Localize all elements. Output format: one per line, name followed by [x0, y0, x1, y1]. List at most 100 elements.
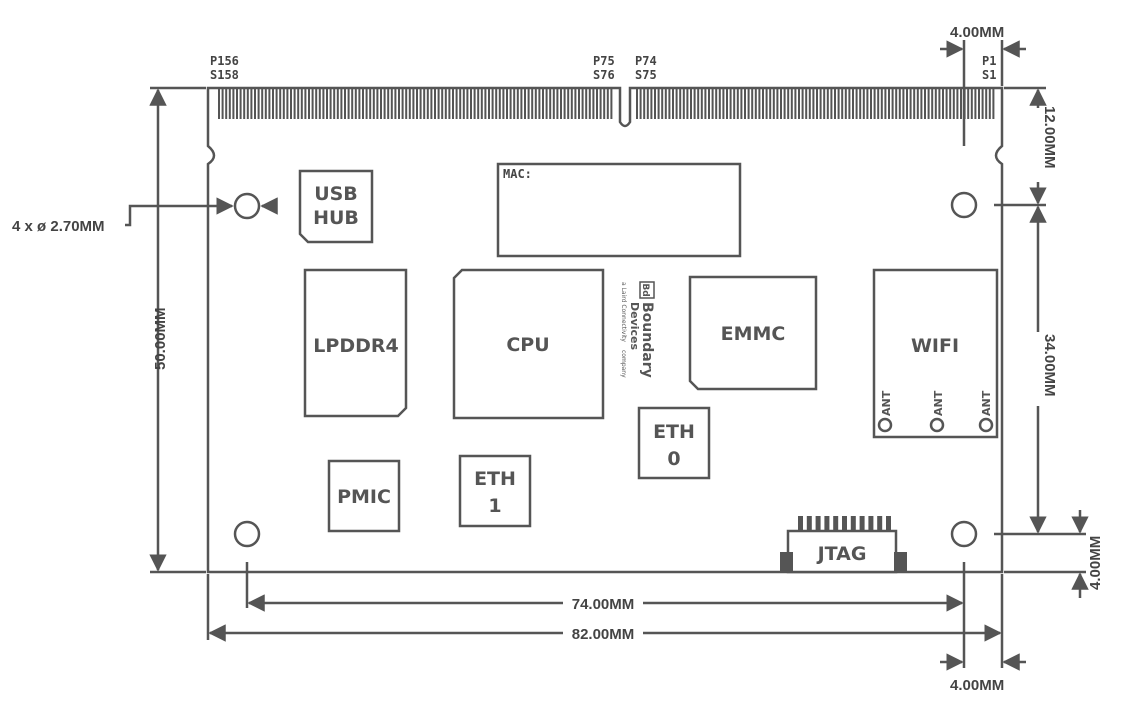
edge-finger [787, 89, 790, 119]
edge-finger [952, 89, 955, 119]
jtag-pins [798, 516, 891, 532]
edge-finger [394, 89, 397, 119]
edge-finger [563, 89, 566, 119]
edge-finger [545, 89, 548, 119]
edge-finger [293, 89, 296, 119]
edge-finger [254, 89, 256, 119]
edge-finger [736, 89, 739, 119]
edge-finger [441, 89, 444, 119]
edge-finger [459, 89, 462, 119]
lpddr4-label: LPDDR4 [313, 335, 398, 357]
edge-finger [762, 89, 764, 119]
edge-finger [884, 89, 887, 119]
edge-finger [423, 89, 426, 119]
edge-finger [466, 89, 469, 119]
edge-finger [992, 89, 995, 119]
edge-finger [354, 89, 357, 119]
eth0-label-1: ETH [653, 421, 695, 443]
jtag-pin [850, 516, 856, 532]
edge-finger [826, 89, 829, 119]
edge-finger [942, 89, 944, 119]
edge-finger [513, 89, 516, 119]
edge-finger [596, 89, 598, 119]
edge-finger [862, 89, 865, 119]
edge-finger [412, 89, 415, 119]
jtag-tab-right [894, 552, 907, 572]
edge-finger [239, 89, 242, 119]
edge-finger [369, 89, 372, 119]
edge-finger [697, 89, 700, 119]
edge-finger [473, 89, 476, 119]
edge-finger [347, 89, 350, 119]
edge-finger [236, 89, 238, 119]
edge-finger [315, 89, 318, 119]
edge-finger [823, 89, 826, 119]
edge-finger [920, 89, 923, 119]
wifi-label: WIFI [911, 335, 959, 357]
edge-finger [643, 89, 646, 119]
edge-finger [297, 89, 300, 119]
pmic-chip: PMIC [327, 459, 401, 533]
edge-finger [686, 89, 689, 119]
jtag-pin [877, 516, 883, 532]
edge-finger [437, 89, 440, 119]
edge-finger [606, 89, 609, 119]
edge-finger [708, 89, 710, 119]
dim-width-total-label: 82.00MM [572, 626, 635, 643]
edge-finger [700, 89, 703, 119]
mounting-hole-bottom-left [233, 520, 261, 548]
jtag-connector: JTAG [780, 516, 907, 574]
edge-finger [455, 89, 458, 119]
dim-width-holes: 74.00MM [245, 562, 966, 668]
pin-label-s75: S75 [635, 68, 657, 82]
jtag-pin [842, 516, 847, 532]
edge-finger [870, 89, 872, 119]
jtag-pin [886, 516, 891, 532]
edge-finger [588, 89, 591, 119]
edge-finger [960, 89, 962, 119]
edge-finger [225, 89, 228, 119]
wifi-module: WIFI ANT ANT ANT [872, 268, 999, 439]
edge-finger [859, 89, 862, 119]
edge-finger [520, 89, 523, 119]
edge-finger [834, 89, 836, 119]
dim-width-total: 82.00MM [206, 574, 1004, 668]
edge-finger [509, 89, 512, 119]
logo-name-1: Boundary [639, 302, 655, 378]
edge-finger [434, 89, 436, 119]
edge-finger [805, 89, 808, 119]
edge-finger [527, 89, 530, 119]
dim-top-offset: 4.00MM [940, 24, 1026, 146]
edge-finger [679, 89, 682, 119]
edge-finger [250, 89, 253, 119]
edge-finger [218, 89, 220, 119]
edge-finger [221, 89, 224, 119]
edge-finger [542, 89, 544, 119]
edge-finger [693, 89, 696, 119]
edge-finger [390, 89, 393, 119]
edge-finger [585, 89, 588, 119]
edge-finger [578, 89, 580, 119]
edge-finger [448, 89, 451, 119]
edge-finger [581, 89, 584, 119]
edge-finger [704, 89, 707, 119]
edge-finger [751, 89, 754, 119]
edge-finger [304, 89, 307, 119]
edge-finger [711, 89, 714, 119]
edge-finger [502, 89, 505, 119]
edge-finger [232, 89, 235, 119]
edge-finger [812, 89, 815, 119]
edge-finger [718, 89, 721, 119]
edge-finger [426, 89, 429, 119]
dim-height: 50.00MM [149, 86, 206, 574]
pin-label-s1: S1 [982, 68, 996, 82]
edge-finger [405, 89, 408, 119]
edge-finger [830, 89, 833, 119]
dim-height-label: 50.00MM [152, 307, 169, 370]
edge-finger [603, 89, 606, 119]
edge-finger [358, 89, 361, 119]
edge-finger [646, 89, 649, 119]
edge-finger [257, 89, 260, 119]
edge-finger [650, 89, 653, 119]
